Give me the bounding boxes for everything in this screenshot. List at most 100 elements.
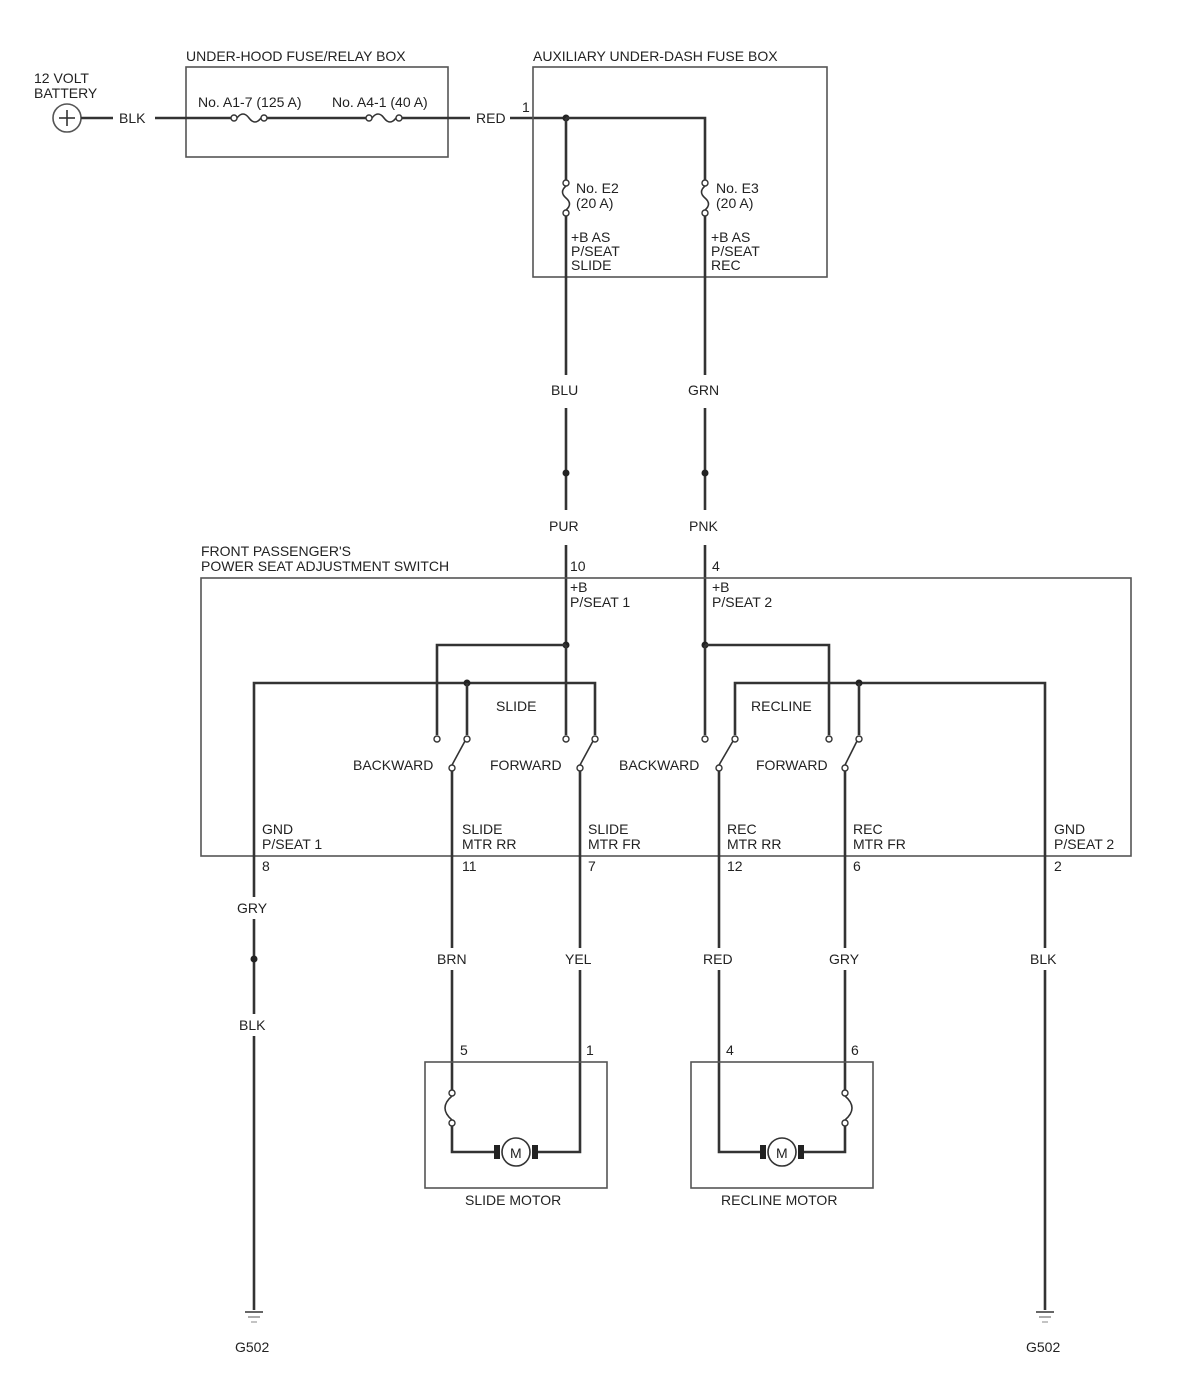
pseat1-label-line1: +B <box>570 579 588 595</box>
aux-box-title: AUXILIARY UNDER-DASH FUSE BOX <box>533 48 778 64</box>
rec-fr-label-line1: REC <box>853 821 883 837</box>
fuse-icon <box>230 113 268 123</box>
switch-pin-numbers: 8 11 7 12 6 2 <box>262 858 1062 874</box>
switch-pin-12: 12 <box>727 858 743 874</box>
connector-dot <box>250 955 258 963</box>
motor-icon: M <box>494 1137 538 1167</box>
aux-pin-1: 1 <box>522 99 530 115</box>
underhood-fuse-box: UNDER-HOOD FUSE/RELAY BOX No. A1-7 (125 … <box>155 48 566 158</box>
wire-color-e3-out: GRN <box>688 382 719 398</box>
e3-function-line3: REC <box>711 257 741 273</box>
gnd2-label-line1: GND <box>1054 821 1085 837</box>
motor-icon: M <box>760 1137 804 1167</box>
switch-pin-2: 2 <box>1054 858 1062 874</box>
switch-title-line1: FRONT PASSENGER'S <box>201 543 351 559</box>
switch-contact-icon <box>701 735 739 772</box>
slide-motor-label: SLIDE MOTOR <box>465 1192 561 1208</box>
recline-motor-pin-4: 4 <box>726 1042 734 1058</box>
slide-rr-label-line2: MTR RR <box>462 836 516 852</box>
aux-fuse-box: AUXILIARY UNDER-DASH FUSE BOX 1 No. E2 (… <box>522 48 828 278</box>
motor-symbol: M <box>510 1145 522 1161</box>
recline-backward-label: BACKWARD <box>619 757 699 773</box>
fuse-icon <box>561 179 571 217</box>
switch-pin-10: 10 <box>570 558 586 574</box>
fuse-icon <box>700 179 710 217</box>
switch-pin-8: 8 <box>262 858 270 874</box>
battery-label-line1: 12 VOLT <box>34 70 89 86</box>
pseat2-label-line1: +B <box>712 579 730 595</box>
wire-color-e3-switch: PNK <box>689 518 718 534</box>
wire-color-slide-rr: BRN <box>437 951 467 967</box>
wire-color-battery-out: BLK <box>119 110 146 126</box>
e2-function-line2: P/SEAT <box>571 243 620 259</box>
slide-fr-label-line1: SLIDE <box>588 821 628 837</box>
slide-section-label: SLIDE <box>496 698 536 714</box>
rec-rr-label-line2: MTR RR <box>727 836 781 852</box>
gnd1-label-line2: P/SEAT 1 <box>262 836 322 852</box>
gnd1-label-line1: GND <box>262 821 293 837</box>
ground-right-label: G502 <box>1026 1339 1060 1355</box>
supply-wires: BLU PUR GRN PNK <box>549 216 719 645</box>
ground-left: G502 <box>235 1311 269 1355</box>
switch-contact-icon <box>433 735 471 772</box>
lower-wire-labels: GRY BLK BRN YEL RED GRY BLK <box>232 897 1066 1036</box>
ground-left-label: G502 <box>235 1339 269 1355</box>
fuse-a41-label: No. A4-1 (40 A) <box>332 94 428 110</box>
switch-title-line2: POWER SEAT ADJUSTMENT SWITCH <box>201 558 449 574</box>
rec-rr-label-line1: REC <box>727 821 757 837</box>
switch-pin-6: 6 <box>853 858 861 874</box>
wire-color-to-aux: RED <box>476 110 506 126</box>
slide-motor: 5 1 M SLIDE MOTOR <box>424 1042 608 1208</box>
battery-positive-icon <box>52 103 82 133</box>
switch-contact-icon <box>562 735 599 772</box>
breaker-icon <box>841 1089 853 1127</box>
slide-motor-pin-5: 5 <box>460 1042 468 1058</box>
e3-function-line2: P/SEAT <box>711 243 760 259</box>
wire-color-gnd1-upper: GRY <box>237 900 268 916</box>
motor-symbol: M <box>776 1145 788 1161</box>
e2-function-line3: SLIDE <box>571 257 611 273</box>
wire-color-e2-switch: PUR <box>549 518 579 534</box>
fuse-icon <box>365 113 403 123</box>
rec-fr-label-line2: MTR FR <box>853 836 906 852</box>
pseat1-label-line2: P/SEAT 1 <box>570 594 630 610</box>
wire-color-slide-fr: YEL <box>565 951 592 967</box>
switch-pin-7: 7 <box>588 858 596 874</box>
fuse-e3-rating: (20 A) <box>716 195 753 211</box>
fuse-a17-label: No. A1-7 (125 A) <box>198 94 302 110</box>
slide-rr-label-line1: SLIDE <box>462 821 502 837</box>
recline-forward-label: FORWARD <box>756 757 828 773</box>
wire-color-gnd1-lower: BLK <box>239 1017 266 1033</box>
wire-color-e2-out: BLU <box>551 382 578 398</box>
switch-contact-icon <box>825 735 863 772</box>
connector-dot <box>562 469 570 477</box>
recline-motor-pin-6: 6 <box>851 1042 859 1058</box>
switch-pin-4: 4 <box>712 558 720 574</box>
fuse-e2-number: No. E2 <box>576 180 619 196</box>
recline-motor: 4 6 M RECLINE MOTOR <box>690 1042 874 1208</box>
ground-icon <box>1036 1311 1054 1323</box>
power-seat-switch: FRONT PASSENGER'S POWER SEAT ADJUSTMENT … <box>200 543 1132 1310</box>
wire-color-rec-fr: GRY <box>829 951 860 967</box>
wire-color-rec-rr: RED <box>703 951 733 967</box>
fuse-e2-rating: (20 A) <box>576 195 613 211</box>
switch-pin-11: 11 <box>462 858 477 874</box>
fuse-e3-number: No. E3 <box>716 180 759 196</box>
slide-backward-label: BACKWARD <box>353 757 433 773</box>
battery-label-line2: BATTERY <box>34 85 98 101</box>
pseat2-label-line2: P/SEAT 2 <box>712 594 772 610</box>
battery: 12 VOLT BATTERY BLK <box>34 70 146 133</box>
slide-forward-label: FORWARD <box>490 757 562 773</box>
recline-section-label: RECLINE <box>751 698 812 714</box>
slide-fr-label-line2: MTR FR <box>588 836 641 852</box>
wire-color-gnd2: BLK <box>1030 951 1057 967</box>
e3-function-line1: +B AS <box>711 229 750 245</box>
breaker-icon <box>444 1089 456 1127</box>
ground-icon <box>245 1311 263 1323</box>
recline-motor-label: RECLINE MOTOR <box>721 1192 837 1208</box>
ground-right: G502 <box>1026 1311 1060 1355</box>
e2-function-line1: +B AS <box>571 229 610 245</box>
gnd2-label-line2: P/SEAT 2 <box>1054 836 1114 852</box>
underhood-box-title: UNDER-HOOD FUSE/RELAY BOX <box>186 48 406 64</box>
